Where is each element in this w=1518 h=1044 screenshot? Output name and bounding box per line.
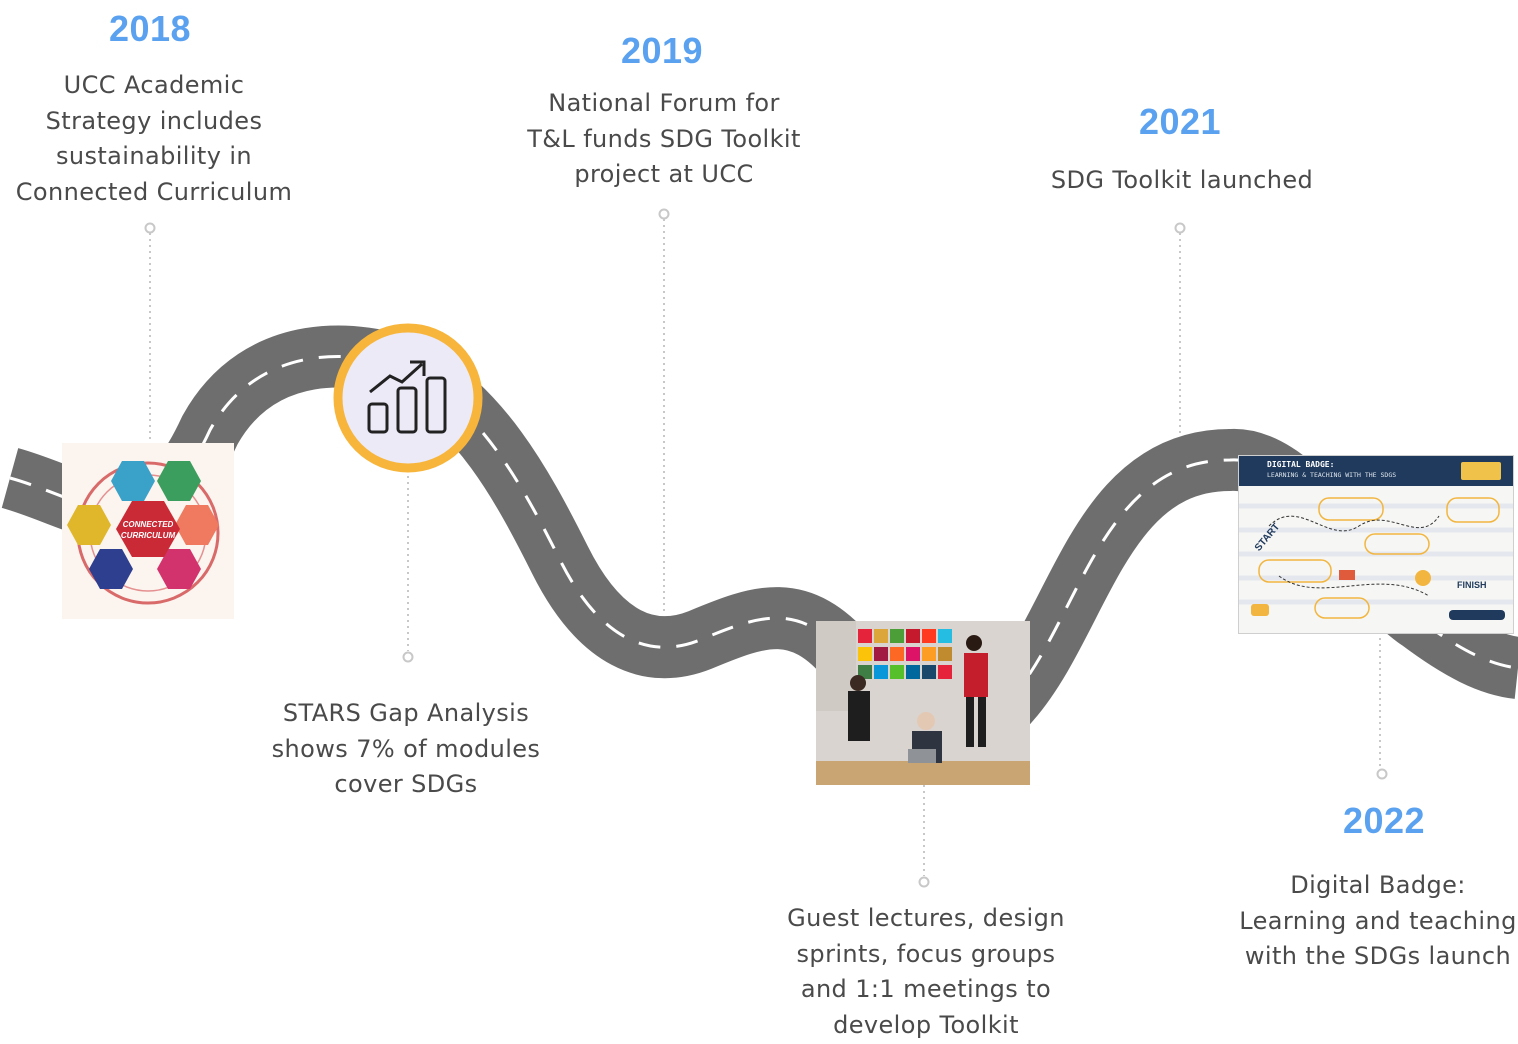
dot-2022	[1376, 768, 1388, 780]
dot-stars	[402, 651, 414, 663]
dot-2021	[1174, 222, 1186, 234]
workshop-photo	[816, 621, 1030, 785]
connected-curriculum-image: CONNECTED CURRICULUM	[62, 443, 234, 619]
cc-center-line2: CURRICULUM	[121, 531, 176, 540]
desc-2018: UCC Academic Strategy includes sustainab…	[15, 71, 293, 206]
hex-employability	[175, 505, 219, 545]
hex-research	[157, 461, 201, 501]
desc-2022: Digital Badge: Learning and teaching wit…	[1239, 871, 1517, 970]
connector-dots	[144, 208, 1388, 888]
poster-logo	[1461, 462, 1501, 480]
year-2018: 2018	[108, 8, 192, 49]
desc-2021: SDG Toolkit launched	[1050, 166, 1314, 194]
connected-curriculum-graphic: CONNECTED CURRICULUM	[67, 461, 220, 605]
poster-title: DIGITAL BADGE:	[1267, 460, 1335, 469]
workshop-photo-graphic	[816, 621, 1030, 785]
dot-2019	[658, 208, 670, 220]
desc-stars: STARS Gap Analysis shows 7% of modules c…	[271, 699, 541, 798]
digital-badge-poster: DIGITAL BADGE: LEARNING & TEACHING WITH …	[1238, 455, 1514, 634]
poster-body: START FINISH	[1239, 497, 1513, 620]
hex-global	[67, 505, 111, 545]
hex-sustainability	[157, 549, 201, 589]
poster-subtitle: LEARNING & TEACHING WITH THE SDGS	[1267, 471, 1397, 479]
poster-finish-label: FINISH	[1457, 580, 1487, 590]
dot-guest	[918, 876, 930, 888]
hex-center	[116, 501, 180, 557]
poster-header: DIGITAL BADGE: LEARNING & TEACHING WITH …	[1239, 456, 1513, 486]
dot-2018	[144, 222, 156, 234]
hex-inter	[89, 549, 133, 589]
year-2022: 2022	[1342, 800, 1426, 841]
cc-center-line1: CONNECTED	[123, 520, 174, 529]
hex-civic	[111, 461, 155, 501]
connector-lines	[149, 219, 1381, 876]
year-2019: 2019	[620, 30, 704, 71]
year-2021: 2021	[1138, 101, 1222, 142]
sdg-tiles	[858, 629, 952, 679]
stars-icon-circle	[333, 323, 483, 473]
desc-2019: National Forum for T&L funds SDG Toolkit…	[527, 89, 801, 188]
poster-start-label: START	[1253, 522, 1282, 554]
growth-chart-icon	[367, 360, 447, 434]
desc-guest: Guest lectures, design sprints, focus gr…	[787, 904, 1065, 1039]
